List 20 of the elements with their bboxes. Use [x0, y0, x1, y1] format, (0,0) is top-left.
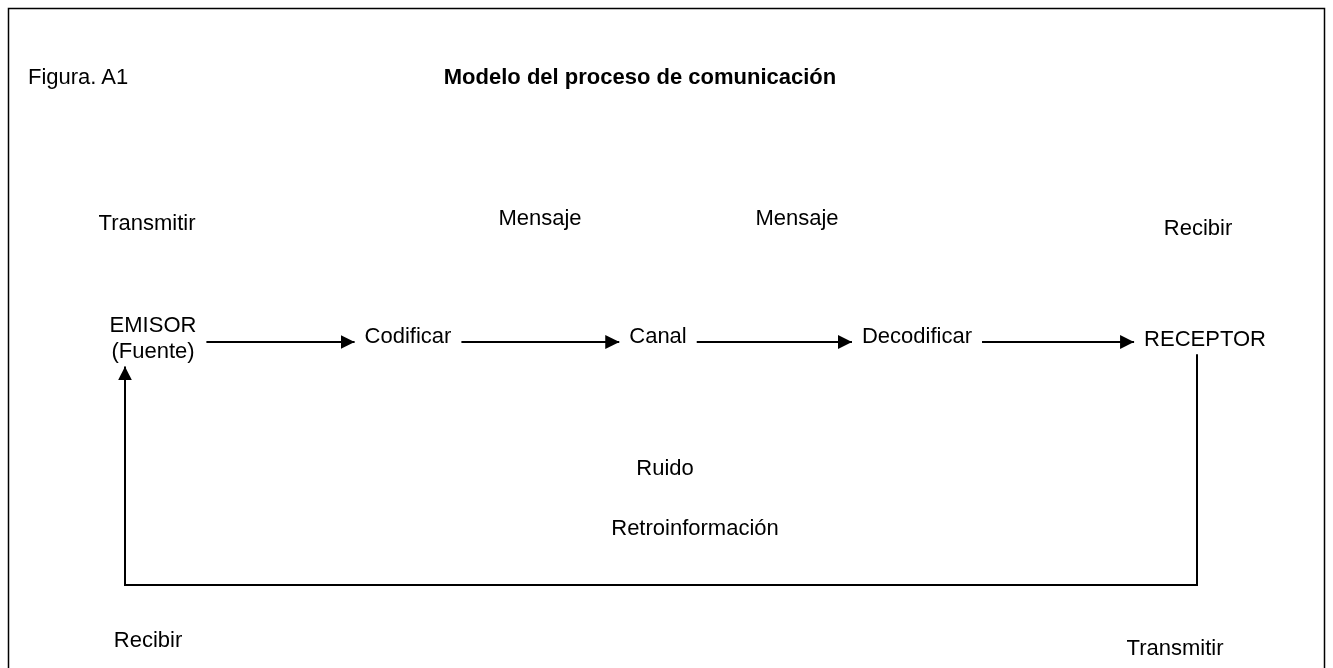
- text-label: Recibir: [1163, 215, 1233, 241]
- text-label: Mensaje: [755, 205, 839, 231]
- text-label: Transmitir: [1126, 635, 1224, 661]
- text-label: Ruido: [636, 455, 694, 481]
- text-label: Transmitir: [98, 210, 196, 236]
- node-label: Canal: [629, 322, 687, 350]
- text-label: Retroinformación: [611, 515, 779, 541]
- arrow: [460, 335, 621, 349]
- text-label: Recibir: [113, 627, 183, 653]
- diagram-title: Modelo del proceso de comunicación: [443, 64, 837, 90]
- node-label: EMISOR (Fuente): [109, 311, 197, 365]
- node-label: Decodificar: [862, 322, 972, 350]
- arrow: [205, 335, 356, 349]
- arrow: [695, 335, 853, 349]
- node-label: RECEPTOR: [1144, 325, 1266, 353]
- text-label: Figura. A1: [28, 64, 129, 90]
- arrow: [981, 335, 1136, 349]
- text-label: Mensaje: [498, 205, 582, 231]
- arrow: [118, 353, 1198, 586]
- node-label: Codificar: [364, 322, 452, 350]
